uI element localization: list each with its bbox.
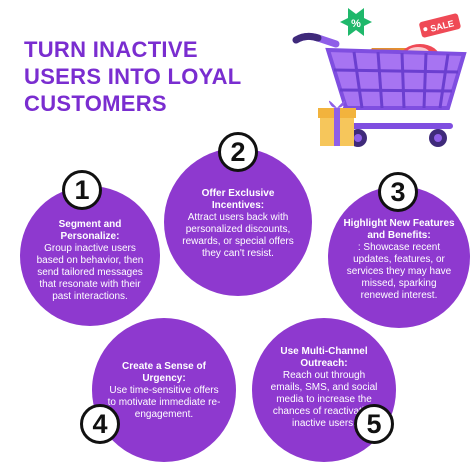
title-line-1: TURN INACTIVE (24, 37, 198, 62)
step-2-heading: Offer Exclusive Incentives: (201, 188, 275, 211)
step-3-heading: Highlight New Features and Benefits: (343, 218, 455, 241)
step-4-body: Use time-sensitive offers to motivate im… (107, 385, 221, 420)
step-1-heading: Segment and Personalize: (58, 219, 122, 242)
page-title: TURN INACTIVE USERS INTO LOYAL CUSTOMERS (24, 36, 294, 117)
shopping-cart-icon: % SALE (292, 8, 467, 147)
step-4-heading: Create a Sense of Urgency: (122, 361, 206, 384)
title-line-2: USERS INTO LOYAL (24, 64, 242, 89)
step-1-circle: Segment and Personalize: Group inactive … (20, 186, 160, 326)
step-5-heading: Use Multi-Channel Outreach: (280, 346, 368, 369)
title-line-3: CUSTOMERS (24, 91, 167, 116)
step-5-number-badge: 5 (354, 404, 394, 444)
step-1-number-badge: 1 (62, 170, 102, 210)
step-2-circle: Offer Exclusive Incentives: Attract user… (164, 148, 312, 296)
discount-tag-icon: % (340, 8, 372, 36)
step-3-circle: Highlight New Features and Benefits: : S… (328, 186, 470, 328)
step-1-body: Group inactive users based on behavior, … (36, 243, 144, 302)
step-4-circle: Create a Sense of Urgency: Use time-sens… (92, 318, 236, 462)
step-4-number-badge: 4 (80, 404, 120, 444)
discount-tag-label: % (351, 18, 361, 30)
step-3-body: : Showcase recent updates, features, or … (346, 242, 452, 301)
step-2-body: Attract users back with personalized dis… (182, 212, 294, 259)
step-2-number-badge: 2 (218, 132, 258, 172)
step-5-body: Reach out through emails, SMS, and socia… (270, 370, 378, 429)
sale-tag-icon: SALE (419, 13, 461, 38)
step-3-number-badge: 3 (378, 172, 418, 212)
gift-box-icon (318, 100, 356, 146)
